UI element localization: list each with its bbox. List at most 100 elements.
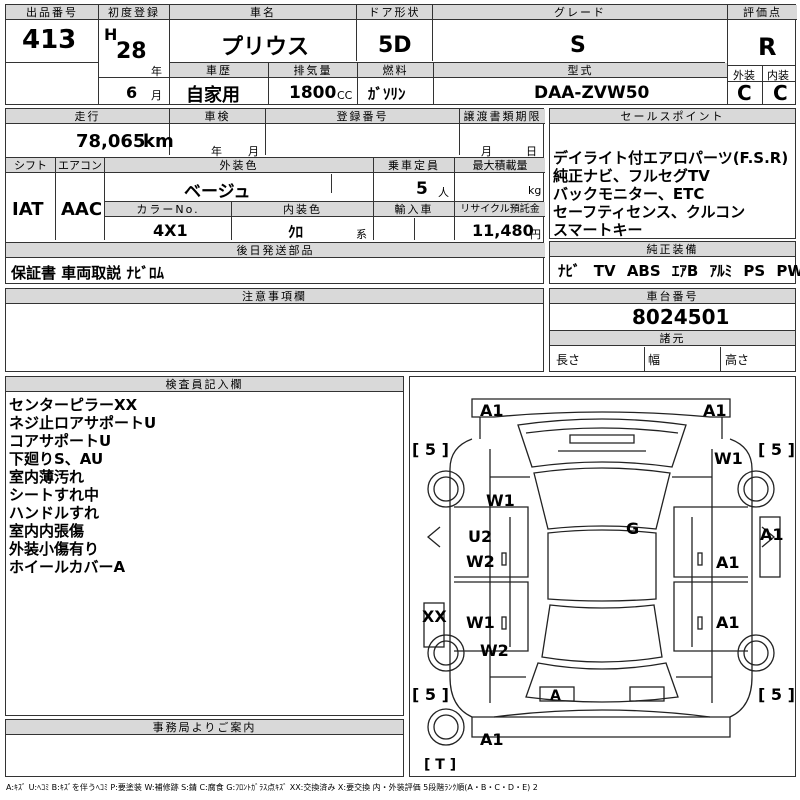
top-block: 出品番号 413 初度登録 H 28 年 6 月 車名 プリウス ドア形状 5D… (5, 4, 797, 106)
height-label: 高さ (725, 353, 750, 367)
mark-front-right: A1 (703, 401, 727, 420)
color: ベージュ (184, 182, 251, 202)
load-label: 最大積載量 (455, 158, 545, 173)
mark-tire-rl: [ 5 ] (412, 685, 449, 704)
mark-fender-fr: W1 (714, 449, 743, 468)
score-label: 評価点 (728, 5, 797, 20)
insp-year-unit: 年 (211, 145, 222, 158)
shift-label: シフト (6, 158, 55, 173)
legend: A:ｷｽﾞ U:ﾍｺﾐ B:ｷｽﾞを伴うﾍｺﾐ P:要塗装 W:補修跡 S:錆 … (6, 783, 538, 792)
capacity-unit: 人 (438, 186, 449, 199)
grade: S (570, 33, 586, 58)
year-unit: 年 (151, 65, 162, 78)
lot-no-label: 出品番号 (6, 5, 98, 20)
office-label: 事務局よりご案内 (6, 720, 403, 735)
color-no: 4X1 (153, 221, 188, 240)
color-no-label: カラーNo. (105, 202, 231, 217)
inspector-item: センターピラーXX (9, 396, 138, 414)
recycle-unit: 円 (530, 228, 541, 241)
sales-point-label: セールスポイント (550, 109, 795, 124)
score: R (758, 33, 777, 61)
int-color-unit: 系 (356, 228, 367, 241)
reg-month: 6 (126, 83, 138, 102)
sales-point-item: バックモニター、ETC (553, 185, 705, 203)
ac-label: エアコン (56, 158, 104, 173)
era: H (104, 25, 118, 44)
door: 5D (378, 33, 412, 58)
equipment-box: 純正装備 ﾅﾋﾞ TV ABS ｴｱB ｱﾙﾐ PS PW (549, 241, 800, 284)
car-diagram: A1 A1 [ 5 ] [ 5 ] W1 W1 U2 W2 G A1 A1 XX… (409, 376, 796, 777)
mark-door-r2: A1 (716, 613, 740, 632)
sales-point-item: セーフティセンス、クルコン (553, 203, 746, 221)
mark-rear-a1: A1 (480, 730, 504, 749)
mark-tire-rr: [ 5 ] (758, 685, 795, 704)
sales-point-list: デイライト付エアロパーツ(F.S.R) 純正ナビ、フルセグTV バックモニター、… (553, 149, 788, 239)
equipment-item: ｴｱB (671, 262, 699, 280)
interior: C (773, 81, 788, 105)
inspector-item: 室内薄汚れ (9, 468, 85, 486)
lot-no: 413 (22, 25, 77, 55)
transfer-day-unit: 日 (526, 145, 537, 158)
capacity-label: 乗車定員 (374, 158, 454, 173)
model: DAA-ZVW50 (534, 83, 650, 103)
int-color: ｸﾛ (288, 223, 304, 241)
car-outline (423, 398, 781, 746)
inspector-label: 検査員記入欄 (6, 377, 403, 392)
displacement-unit: CC (337, 89, 353, 102)
equipment-item: TV (593, 262, 616, 280)
car-name-label: 車名 (170, 5, 356, 20)
displacement: 1800 (289, 83, 337, 103)
equipment-item: ﾅﾋﾞ (558, 262, 581, 280)
exterior-label: 外装 (733, 69, 755, 82)
mark-roof-g: G (626, 519, 640, 538)
fuel-label: 燃料 (358, 63, 433, 78)
mark-door-w2: W2 (466, 552, 495, 571)
mid-block: 走行 車検 登録番号 譲渡書類期限 78,065 km 年 月 月 日 シフト … (5, 108, 545, 284)
inspector-item: シートすれ中 (9, 486, 100, 504)
equipment-item: ｱﾙﾐ (709, 262, 733, 280)
later-parts: 保証書 車両取説 ﾅﾋﾞﾛﾑ (11, 264, 164, 282)
capacity: 5 (416, 179, 428, 199)
grade-label: グレード (433, 5, 727, 20)
mark-fender-fl: W1 (486, 491, 515, 510)
length-label: 長さ (556, 353, 581, 367)
insp-month-unit: 月 (248, 145, 259, 158)
color-label: 外装色 (105, 158, 373, 173)
mark-rear-a: A (550, 688, 561, 704)
inspector-item: 下廻りS、AU (9, 450, 104, 468)
inspection-label: 車検 (170, 109, 265, 124)
chassis-label: 車台番号 (550, 289, 795, 304)
inspector-item: ハンドルすれ (9, 504, 100, 522)
reg-year: 28 (116, 39, 147, 64)
sales-point-item: デイライト付エアロパーツ(F.S.R) (553, 149, 789, 167)
office-box: 事務局よりご案内 (5, 719, 404, 777)
inspector-item: 外装小傷有り (9, 540, 100, 558)
inspector-item: コアサポートU (9, 432, 112, 450)
load-unit: kg (528, 184, 542, 197)
mileage-label: 走行 (6, 109, 169, 124)
mark-side-right: A1 (760, 525, 784, 544)
mileage: 78,065 (76, 131, 146, 152)
sales-point-item: 純正ナビ、フルセグTV (553, 167, 710, 185)
mark-tire-fr: [ 5 ] (758, 440, 795, 459)
int-color-label: 内装色 (232, 202, 373, 217)
reg-no-label: 登録番号 (266, 109, 459, 124)
chassis-box: 車台番号 8024501 諸元 長さ 幅 高さ (549, 288, 796, 372)
mark-door-w1: W1 (466, 613, 495, 632)
mark-rear-w2: W2 (480, 641, 509, 660)
month-unit: 月 (151, 89, 162, 102)
displacement-label: 排気量 (269, 63, 357, 78)
equipment-label: 純正装備 (550, 242, 795, 257)
sales-point-box: セールスポイント デイライト付エアロパーツ(F.S.R) 純正ナビ、フルセグTV… (549, 108, 796, 239)
later-label: 後日発送部品 (6, 243, 545, 258)
mileage-unit: km (143, 131, 174, 152)
inspector-box: 検査員記入欄 センターピラーXX ネジ止ロアサポートU コアサポートU 下廻りS… (5, 376, 404, 716)
equipment-item: ABS (626, 262, 661, 280)
notes-box: 注意事項欄 (5, 288, 544, 372)
equipment-item: PS (743, 262, 766, 280)
inspector-item: ホイールカバーA (9, 558, 126, 576)
mark-door-r1: A1 (716, 553, 740, 572)
mark-door-u2: U2 (468, 527, 493, 546)
fuel: ｶﾞｿﾘﾝ (368, 85, 406, 103)
mark-tire-spare: [ T ] (424, 757, 457, 773)
